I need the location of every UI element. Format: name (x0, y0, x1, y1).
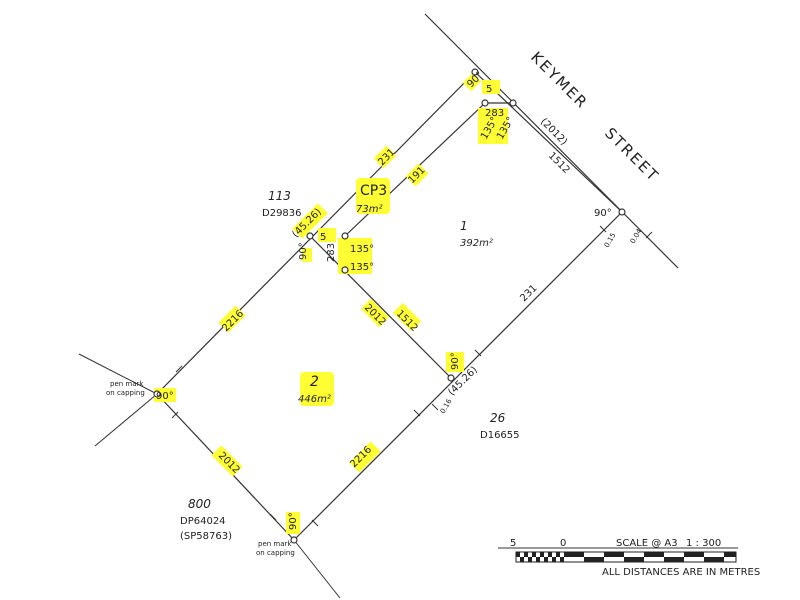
offset-c: 0.16 (439, 397, 454, 415)
lot2-dim-2216-left: 2216 (220, 308, 246, 334)
lot2-angle-mid: 90° (450, 352, 461, 370)
adjoining-26-plan: D16655 (480, 430, 520, 441)
cp3-dim-5: 5 (320, 232, 326, 243)
lot2-number: 2 (310, 374, 319, 390)
lot2-angle-bottom: 90° (288, 512, 299, 530)
lot2-angle-left-top: 90° (298, 242, 309, 260)
frontage-corner-angle: 90° (594, 208, 612, 219)
adjoining-800-number: 800 (188, 497, 211, 511)
adjoining-113-plan: D29836 (262, 208, 302, 219)
scale-bar (498, 547, 738, 563)
lot2-dim-2012-side: 2012 (362, 302, 388, 328)
scale-text: SCALE @ A3 (616, 538, 678, 549)
scale-note: ALL DISTANCES ARE IN METRES (602, 567, 760, 578)
street-name-street: STREET (601, 124, 663, 186)
boundary-southeast (293, 211, 623, 541)
lot-division-line (309, 235, 452, 379)
offset-b: 0.04 (629, 227, 644, 245)
scale-label-left: 5 (510, 538, 516, 549)
cp3-dim-191: 191 (406, 165, 427, 186)
scale-label-right: 0 (560, 538, 566, 549)
lot1-dim-231-side: 231 (518, 283, 539, 304)
lot1-area: 392m² (460, 238, 493, 249)
pen-mark-bottom-line2: on capping (256, 549, 295, 557)
lot2-area: 446m² (298, 394, 331, 405)
scale-ratio: 1 : 300 (686, 538, 721, 549)
tick-marks (171, 225, 653, 527)
street-name-keymer: KEYMER (527, 48, 592, 113)
corner-dim-283: 283 (485, 108, 504, 119)
extension-line (78, 353, 158, 395)
frontage-dim: 1512 (546, 150, 572, 176)
lot2-angle-left: 90° (156, 391, 174, 402)
boundary-northwest (156, 71, 476, 395)
adjoining-800-extra: (SP58763) (180, 531, 232, 542)
width-north: 5 (486, 84, 492, 95)
boundary-northeast (474, 71, 623, 213)
cp3-area: 73m² (356, 204, 382, 215)
cp3-angle-a: 135° (350, 244, 374, 255)
cp3-label: CP3 (360, 183, 387, 199)
cp3-angle-b: 135° (350, 262, 374, 273)
pen-mark-left-line1: pen mark (110, 380, 144, 388)
extension-line (293, 539, 341, 599)
lot1-dim-231-top: 231 (376, 147, 397, 168)
adjoining-800-plan: DP64024 (180, 516, 226, 527)
street-boundary-line (424, 13, 679, 269)
pen-mark-bottom-line1: pen mark (258, 540, 292, 548)
extension-line (94, 393, 158, 447)
adjoining-26-number: 26 (490, 411, 506, 425)
lot1-dim-1512: 1512 (394, 308, 420, 334)
adjoining-113-number: 113 (268, 189, 291, 203)
highlights (154, 72, 508, 534)
offset-a: 0.15 (603, 231, 618, 249)
survey-points (153, 68, 626, 544)
pen-mark-left-line2: on capping (106, 389, 145, 397)
lot1-number: 1 (460, 219, 468, 233)
cp3-dim-283: 283 (326, 243, 337, 262)
